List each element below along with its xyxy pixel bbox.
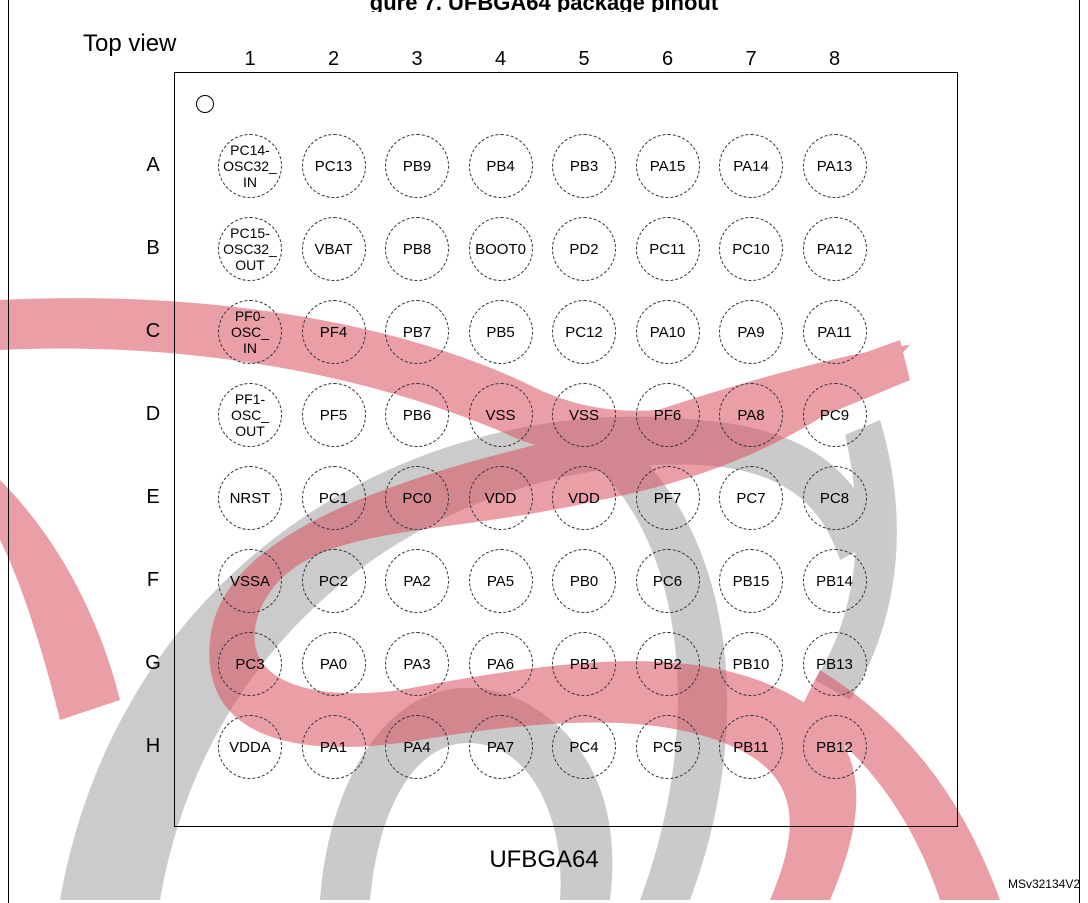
ball-f5: PB0: [552, 549, 616, 613]
column-label-4: 4: [494, 48, 507, 70]
ball-a1: PC14- OSC32_ IN: [218, 134, 282, 198]
column-label-5: 5: [578, 48, 590, 70]
ball-f6: PC6: [635, 549, 700, 613]
ball-b4: BOOT0: [468, 217, 533, 281]
ball-b8: PA12: [802, 217, 867, 281]
ball-b5: PD2: [552, 217, 616, 281]
ball-b1: PC15- OSC32_ OUT: [218, 217, 282, 281]
row-label-b: B: [146, 237, 160, 259]
row-label-c: C: [145, 320, 161, 342]
ball-c3: PB7: [385, 300, 449, 364]
ball-b3: PB8: [385, 217, 449, 281]
ball-f4: PA5: [468, 549, 533, 613]
ball-h3: PA4: [385, 715, 449, 779]
ball-d2: PF5: [301, 383, 366, 447]
row-label-h: H: [145, 735, 161, 757]
ball-d1: PF1- OSC_ OUT: [218, 383, 282, 447]
ball-a7: PA14: [719, 134, 783, 198]
row-label-e: E: [146, 486, 160, 508]
ball-f3: PA2: [385, 549, 449, 613]
ball-e6: PF7: [635, 466, 700, 530]
ball-c6: PA10: [635, 300, 700, 364]
ball-g7: PB10: [719, 632, 783, 696]
ball-c8: PA11: [802, 300, 867, 364]
reference-code: MSv32134V2: [1007, 877, 1080, 891]
ball-h2: PA1: [301, 715, 366, 779]
ball-a2: PC13: [301, 134, 366, 198]
column-label-1: 1: [244, 48, 256, 70]
ball-f2: PC2: [301, 549, 366, 613]
ball-e7: PC7: [719, 466, 783, 530]
column-label-8: 8: [828, 48, 841, 70]
ball-c1: PF0- OSC_ IN: [218, 300, 282, 364]
ball-e1: NRST: [218, 466, 282, 530]
ball-a6: PA15: [635, 134, 700, 198]
ball-c7: PA9: [719, 300, 783, 364]
ball-g8: PB13: [802, 632, 867, 696]
column-label-2: 2: [327, 48, 340, 70]
ball-d3: PB6: [385, 383, 449, 447]
package-outline: [174, 72, 958, 827]
ball-h5: PC4: [552, 715, 616, 779]
ball-d8: PC9: [802, 383, 867, 447]
ball-c2: PF4: [301, 300, 366, 364]
figure-frame: [8, 0, 1080, 903]
top-view-label: Top view: [83, 30, 177, 57]
ball-f8: PB14: [802, 549, 867, 613]
ball-c5: PC12: [552, 300, 616, 364]
ball-e2: PC1: [301, 466, 366, 530]
ball-g2: PA0: [301, 632, 366, 696]
ball-g1: PC3: [218, 632, 282, 696]
ball-f1: VSSA: [218, 549, 282, 613]
ball-a4: PB4: [468, 134, 533, 198]
row-label-g: G: [145, 652, 161, 674]
ball-b7: PC10: [719, 217, 783, 281]
ball-e5: VDD: [552, 466, 616, 530]
ball-e3: PC0: [385, 466, 449, 530]
ball-g6: PB2: [635, 632, 700, 696]
ball-a3: PB9: [385, 134, 449, 198]
ball-d5: VSS: [552, 383, 616, 447]
ball-g3: PA3: [385, 632, 449, 696]
column-label-7: 7: [745, 48, 757, 70]
ball-f7: PB15: [719, 549, 783, 613]
column-label-6: 6: [661, 48, 674, 70]
ball-a5: PB3: [552, 134, 616, 198]
row-label-f: F: [146, 569, 160, 591]
ball-g4: PA6: [468, 632, 533, 696]
ball-g5: PB1: [552, 632, 616, 696]
ball-e8: PC8: [802, 466, 867, 530]
ball-h1: VDDA: [218, 715, 282, 779]
ball-h4: PA7: [468, 715, 533, 779]
ball-b2: VBAT: [301, 217, 366, 281]
row-label-a: A: [146, 154, 160, 176]
row-label-d: D: [145, 403, 161, 425]
ball-h7: PB11: [719, 715, 783, 779]
figure-title: gure 7. UFBGA64 package pinout: [0, 0, 1088, 12]
ball-e4: VDD: [468, 466, 533, 530]
ball-d7: PA8: [719, 383, 783, 447]
column-label-3: 3: [411, 48, 423, 70]
ball-h6: PC5: [635, 715, 700, 779]
ball-c4: PB5: [468, 300, 533, 364]
ball-h8: PB12: [802, 715, 867, 779]
ball-a8: PA13: [802, 134, 867, 198]
pin-one-marker-icon: [196, 95, 214, 113]
package-name: UFBGA64: [489, 846, 599, 873]
ball-d4: VSS: [468, 383, 533, 447]
ball-b6: PC11: [635, 217, 700, 281]
ball-d6: PF6: [635, 383, 700, 447]
